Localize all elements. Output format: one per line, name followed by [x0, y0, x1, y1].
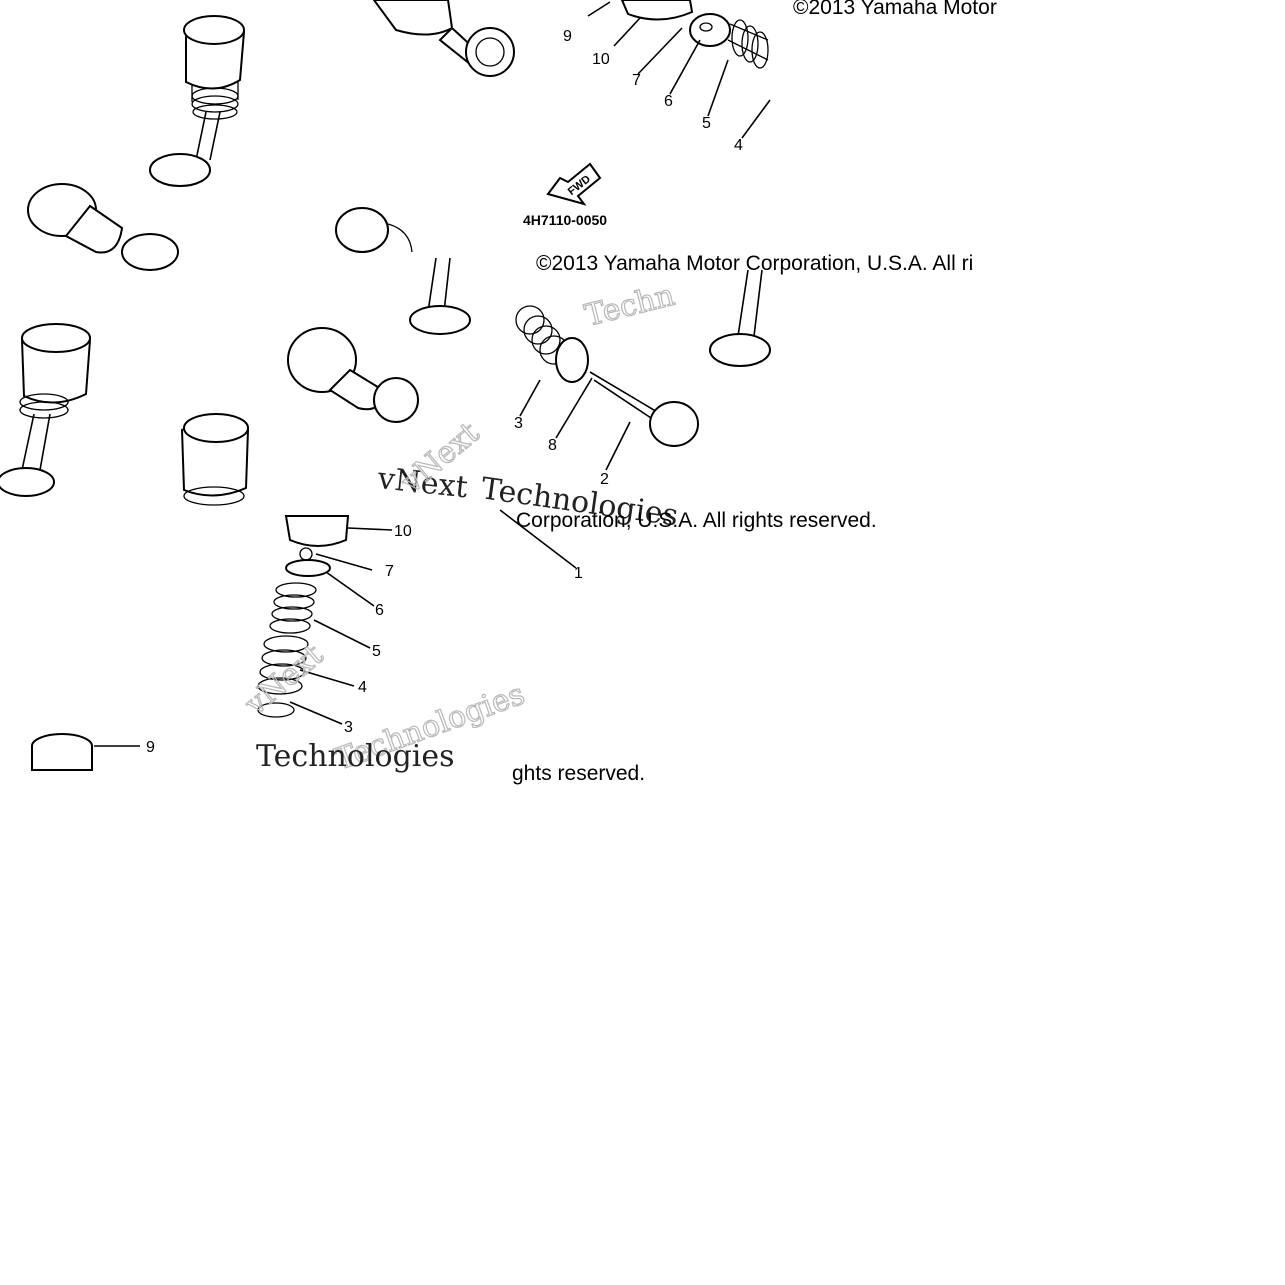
watermark-technologies-bottom: Technologies: [256, 739, 455, 774]
exploded-valve-bottom: [257, 509, 577, 725]
copyright-middle: ©2013 Yamaha Motor Corporation, U.S.A. A…: [536, 252, 973, 275]
callout-8-mid: 8: [548, 437, 557, 454]
copyright-middle-2: Corporation, U.S.A. All rights reserved.: [516, 509, 877, 532]
lifter-mid-center: [287, 327, 419, 423]
callout-3-mid: 3: [514, 415, 523, 432]
lifter-left-middle: [335, 207, 413, 253]
callout-1-bottom: 1: [574, 565, 583, 582]
callout-5-bottom: 5: [372, 643, 381, 660]
valve-mid-right: [709, 269, 771, 367]
copyright-bottom: ghts reserved.: [512, 762, 645, 785]
callout-3-bottom: 3: [344, 719, 353, 736]
lifter-valve-assembly-mid-left: [0, 323, 92, 497]
callout-6-bottom: 6: [375, 602, 384, 619]
callout-10-top: 10: [592, 51, 610, 68]
spring-valve-assembly-mid: [515, 305, 699, 471]
callout-2-mid: 2: [600, 471, 609, 488]
callout-4-bottom: 4: [358, 679, 367, 696]
lifter-valve-assembly-top-left: [149, 15, 246, 187]
callout-10-bottom: 10: [394, 523, 412, 540]
callout-4-top: 4: [734, 137, 743, 154]
callout-7-top: 7: [632, 72, 641, 89]
lifter-mid-center-left: [180, 413, 250, 506]
lifter-bottom-left: [27, 183, 179, 271]
valve-mid-center: [409, 257, 471, 335]
callout-5-top: 5: [702, 115, 711, 132]
copyright-top-right: ©2013 Yamaha Motor: [793, 0, 997, 19]
callout-9-bottom: 9: [146, 739, 155, 756]
callout-6-top: 6: [664, 93, 673, 110]
fwd-arrow-icon: FWD: [546, 162, 602, 206]
watermark-tech: Techn: [581, 278, 678, 334]
lifter-bottom-far-left: [31, 733, 140, 771]
exploded-valve-top-right: [587, 0, 771, 139]
lifter-valve-assembly-top-middle: [372, 0, 515, 77]
callout-7-bottom: 7: [385, 563, 394, 580]
callout-9-top: 9: [563, 28, 572, 45]
diagram-code: 4H7110-0050: [523, 212, 607, 228]
